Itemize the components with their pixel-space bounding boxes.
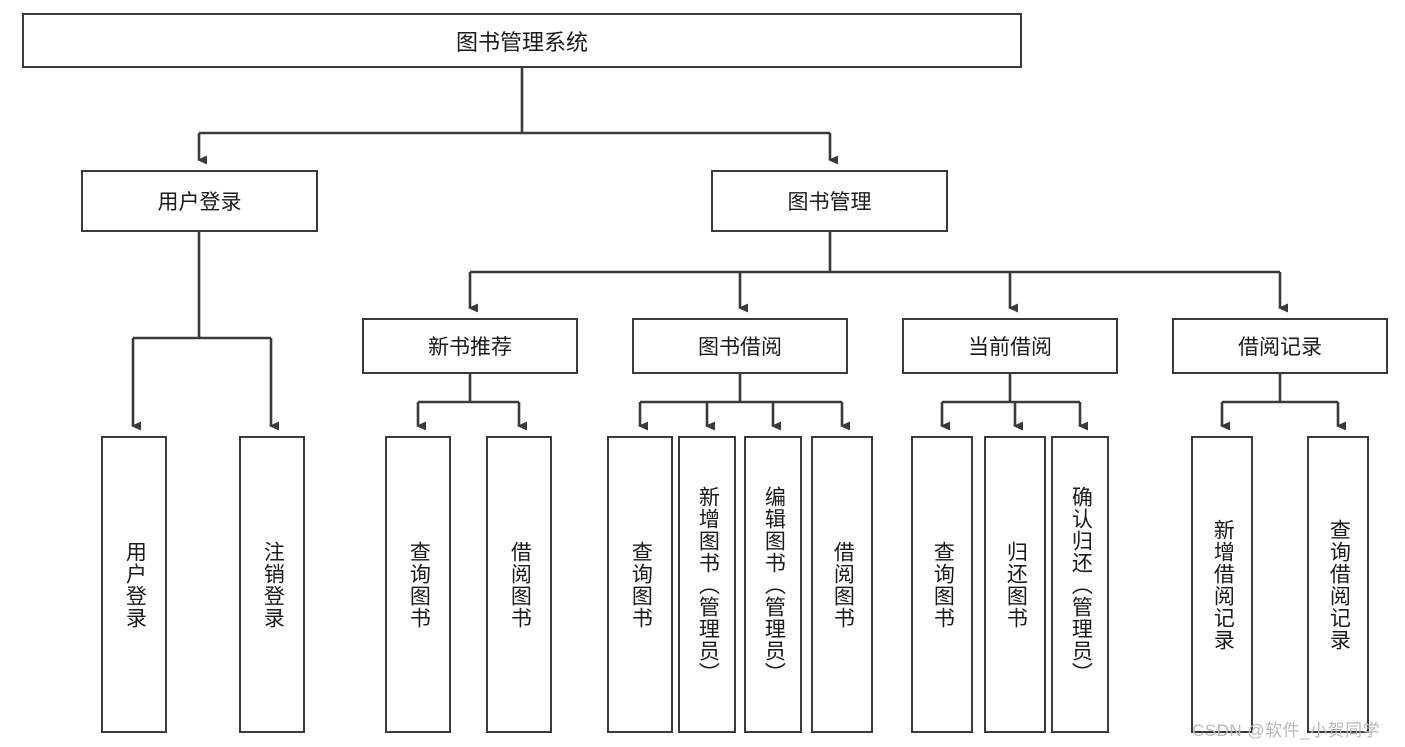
- leaf-label: 查询借阅记录: [1327, 518, 1351, 651]
- leaf-label: 编辑图书（管理员）: [762, 485, 786, 684]
- leaf-label: 确认归还（管理员）: [1069, 485, 1093, 684]
- node-label: 借阅记录: [1238, 336, 1322, 359]
- leaf-query-book-borrow[interactable]: 查询图书: [607, 436, 673, 733]
- leaf-label: 查询图书: [931, 540, 955, 629]
- leaf-borrow-book[interactable]: 借阅图书: [811, 436, 873, 733]
- leaf-add-borrow-record[interactable]: 新增借阅记录: [1191, 436, 1253, 733]
- leaf-label: 新增图书（管理员）: [696, 485, 720, 684]
- leaf-return-book[interactable]: 归还图书: [984, 436, 1046, 733]
- node-label: 图书管理系统: [455, 29, 588, 55]
- leaf-label: 借阅图书: [831, 540, 855, 629]
- node-book-management[interactable]: 图书管理: [711, 170, 948, 232]
- leaf-borrow-book-recommend[interactable]: 借阅图书: [486, 436, 552, 733]
- leaf-label: 新增借阅记录: [1211, 518, 1235, 651]
- leaf-query-book-recommend[interactable]: 查询图书: [385, 436, 451, 733]
- node-current-borrow[interactable]: 当前借阅: [902, 318, 1118, 374]
- leaf-add-book-admin[interactable]: 新增图书（管理员）: [678, 436, 736, 733]
- node-root-book-management-system[interactable]: 图书管理系统: [22, 13, 1022, 68]
- leaf-label: 查询图书: [629, 540, 653, 629]
- node-borrow-record[interactable]: 借阅记录: [1172, 318, 1388, 374]
- node-label: 当前借阅: [968, 336, 1052, 359]
- node-label: 新书推荐: [428, 336, 512, 359]
- leaf-label: 归还图书: [1004, 540, 1028, 629]
- node-label: 图书管理: [787, 191, 872, 214]
- leaf-label: 用户登录: [123, 540, 147, 629]
- leaf-query-borrow-record[interactable]: 查询借阅记录: [1307, 436, 1369, 733]
- leaf-label: 注销登录: [261, 540, 285, 629]
- leaf-label: 借阅图书: [508, 540, 532, 629]
- node-book-borrow[interactable]: 图书借阅: [632, 318, 848, 374]
- node-user-login[interactable]: 用户登录: [81, 170, 318, 232]
- leaf-logout[interactable]: 注销登录: [239, 436, 305, 733]
- leaf-user-login[interactable]: 用户登录: [101, 436, 167, 733]
- node-label: 图书借阅: [698, 336, 782, 359]
- leaf-label: 查询图书: [407, 540, 431, 629]
- leaf-query-book-current[interactable]: 查询图书: [911, 436, 973, 733]
- leaf-edit-book-admin[interactable]: 编辑图书（管理员）: [744, 436, 802, 733]
- node-label: 用户登录: [157, 191, 242, 214]
- leaf-confirm-return-admin[interactable]: 确认归还（管理员）: [1051, 436, 1109, 733]
- node-new-book-recommend[interactable]: 新书推荐: [362, 318, 578, 374]
- csdn-watermark: CSDN @软件_小贺同学: [1192, 721, 1381, 740]
